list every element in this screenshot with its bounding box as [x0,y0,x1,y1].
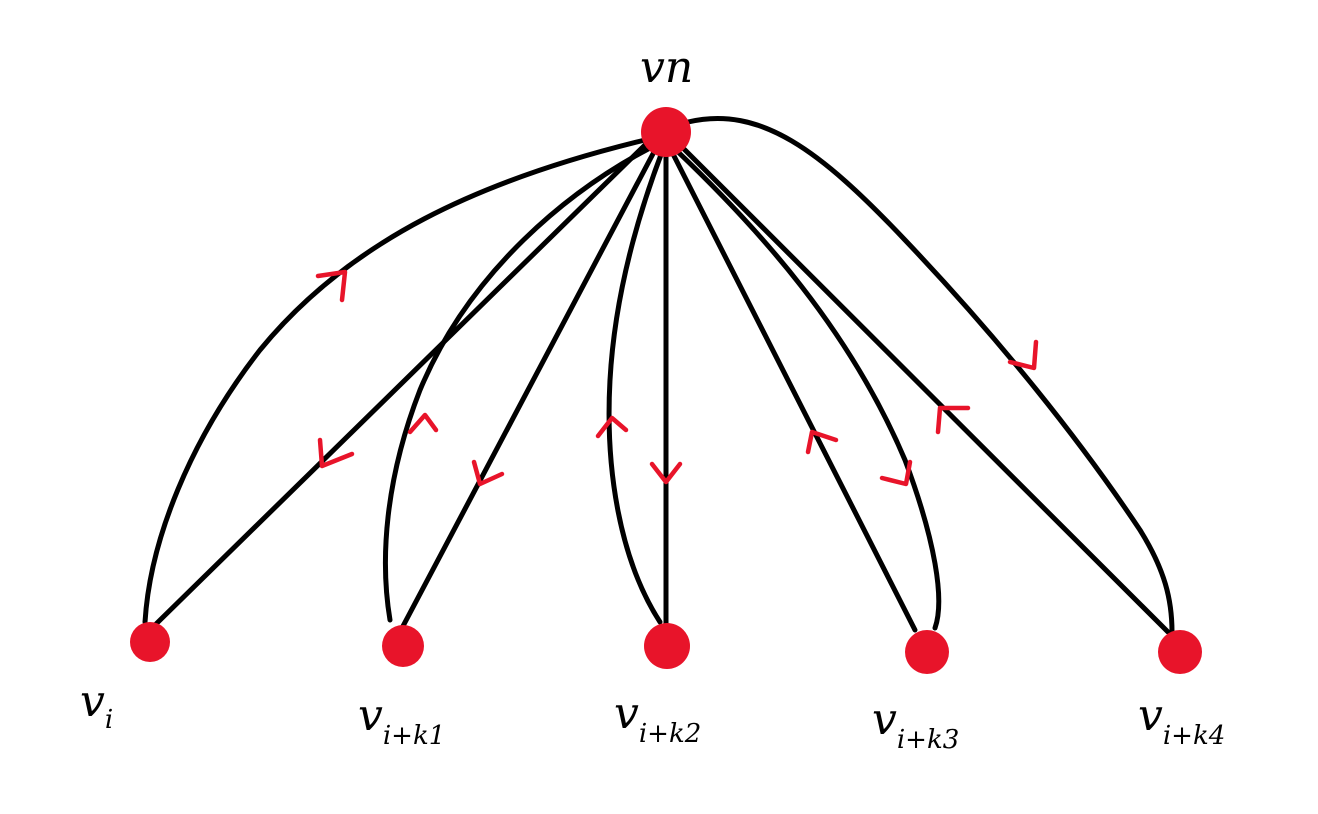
vertex-vi-k1 [382,625,424,667]
arrow-hub-to-vi-k3 [879,459,913,487]
label-vi-k2-sub: i+k2 [639,719,701,749]
label-hub: vn [640,42,693,93]
edge-hub-to-vi-k1-straight [399,147,658,631]
label-vi-main: v [80,676,105,727]
label-vi-k2: vi+k2 [614,688,701,749]
label-vi-k1: vi+k1 [358,690,445,751]
direction-arrows [315,269,1039,487]
vertex-vi-k3 [905,630,949,674]
vertex-labels: vn vi vi+k1 vi+k2 vi+k3 vi+k4 [80,42,1225,755]
arrow-vi-to-hub [315,269,348,303]
edge-vi-k1-curved-to-hub [382,145,653,623]
label-vi-k2-main: v [614,688,639,739]
arrow-vi-k1-to-hub [407,412,439,435]
edge-vi-curved-to-hub [142,137,648,625]
arrow-vi-k2-to-hub [595,415,629,439]
label-vi-k3: vi+k3 [872,694,959,755]
label-vi-k4: vi+k4 [1138,690,1225,751]
label-vi: vi [80,676,113,735]
label-vi-sub: i [105,705,113,735]
vertices [130,107,1202,674]
edge-vi-k4-straight-to-hub [677,142,1171,635]
vertex-vi [130,622,170,662]
label-vi-k4-main: v [1138,690,1163,741]
edge-vi-k2-curved-to-hub [606,149,665,625]
arrow-vi-k3-to-hub [805,429,839,455]
vertex-hub [641,107,691,157]
arrow-hub-to-vi [317,437,355,469]
arrow-hub-to-vi-k4 [1007,339,1039,371]
label-hub-main: v [640,42,665,93]
label-vi-k1-sub: i+k1 [383,721,445,751]
arrow-hub-to-vi-k2 [649,461,683,485]
edge-hub-to-vi-straight [152,139,651,628]
edge-hub-to-vi-k4-curved [685,116,1175,635]
label-hub-sub: n [665,42,693,93]
arrow-vi-k4-to-hub [935,405,971,435]
label-vi-k3-sub: i+k3 [897,725,959,755]
vertex-vi-k4 [1158,630,1202,674]
label-vi-k4-sub: i+k4 [1163,721,1225,751]
edges [142,116,1175,635]
label-vi-k1-main: v [358,690,383,741]
vertex-vi-k2 [644,623,690,669]
label-vi-k3-main: v [872,694,897,745]
edge-hub-to-vi-k3-curved [673,147,942,631]
arrow-hub-to-vi-k1 [471,459,505,487]
edge-vi-k3-straight-to-hub [669,149,918,633]
